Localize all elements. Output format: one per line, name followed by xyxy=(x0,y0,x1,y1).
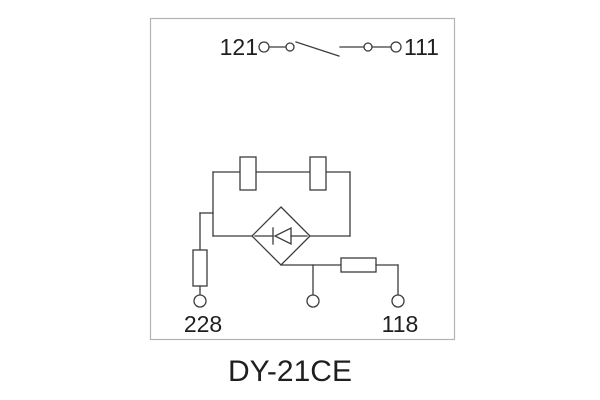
terminal-label-111: 111 xyxy=(404,34,439,60)
resistor-vertical xyxy=(192,249,208,287)
switch-blade xyxy=(295,41,340,57)
terminal-118-circle xyxy=(391,294,405,308)
terminal-228-circle xyxy=(193,294,207,308)
left-branch xyxy=(192,212,214,308)
fixed-contact-right xyxy=(363,42,373,52)
fixed-contact-left xyxy=(285,42,295,52)
coil-element-left xyxy=(239,156,257,191)
terminal-121-circle xyxy=(258,41,270,53)
resistor-horizontal xyxy=(340,257,377,273)
labels: 121 111 228 118 DY-21CE xyxy=(184,34,439,388)
bottom-branch xyxy=(280,257,405,308)
diode-icon xyxy=(273,226,292,246)
terminal-label-118: 118 xyxy=(382,311,419,337)
model-caption: DY-21CE xyxy=(228,355,352,388)
contact-assembly xyxy=(258,41,402,57)
terminal-label-121: 121 xyxy=(220,34,258,60)
enclosure-border xyxy=(149,17,456,341)
coil-element-right xyxy=(309,156,327,191)
rectifier-bridge xyxy=(251,206,311,266)
circuit-graphics xyxy=(192,41,405,308)
terminal-label-228: 228 xyxy=(184,311,222,337)
coil-loop xyxy=(212,156,351,237)
terminal-111-circle xyxy=(390,41,402,53)
terminal-center-circle xyxy=(306,294,320,308)
